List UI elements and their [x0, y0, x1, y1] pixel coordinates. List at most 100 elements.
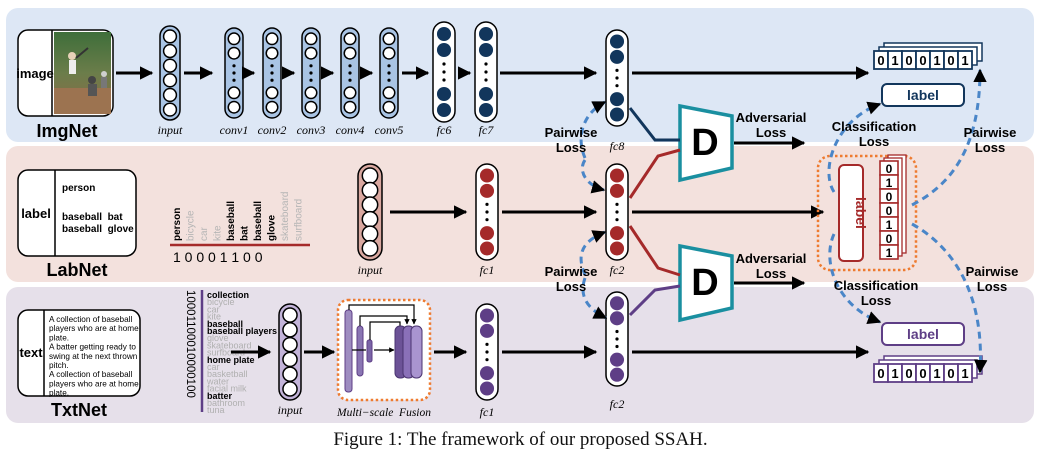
imgnet-fc8-layer	[605, 29, 629, 127]
pairwise-loss-right-bottom-line1: Pairwise	[966, 264, 1019, 279]
imgnet-conv5-layer	[379, 27, 399, 119]
txtnet-input-tag: text	[19, 345, 43, 360]
txtnet-code-bit: 0	[905, 366, 912, 381]
txtnet-caption-line: players who are at home	[49, 324, 139, 333]
fusion-caption: Multi−scale Fusion	[336, 407, 431, 419]
multiscale-fusion-block	[336, 298, 432, 402]
imgnet-layer-label-fc8: fc8	[610, 139, 625, 153]
txtnet-layers: input fc1 fc2	[278, 291, 629, 419]
adversarial-loss-2-line1: Adversarial	[736, 251, 807, 266]
txtnet-bow-word: bicycle	[207, 297, 235, 307]
txtnet-binary-vertical: 10001100010000100	[184, 290, 196, 398]
labnet-input-tag: label	[21, 206, 51, 221]
imgnet-code-bit: 0	[905, 53, 912, 68]
txtnet-code-bit-cell	[957, 363, 973, 383]
labnet-code-bit: 0	[886, 232, 893, 246]
imgnet-layer-label-fc6: fc6	[437, 123, 452, 137]
imgnet-input-tag: image	[16, 66, 54, 81]
classification-loss-1-line2: Loss	[859, 134, 889, 149]
labnet-code-bit: 0	[886, 190, 893, 204]
labnet-code-bit-cell	[879, 244, 899, 260]
txtnet-bow-word: basketball	[207, 369, 248, 379]
txtnet-bow-word: baseball	[207, 319, 243, 329]
imgnet-input-card: image	[16, 29, 114, 117]
labnet-vocab-word: surfboard	[294, 199, 305, 241]
imgnet-code-bit-cell	[957, 50, 973, 70]
imgnet-conv1-layer	[224, 27, 244, 119]
imgnet-conv3-layer	[301, 27, 321, 119]
labnet-vocab-word: skateboard	[280, 192, 291, 241]
adversarial-arrows	[734, 136, 806, 290]
txtnet-bow-word: surfboard	[207, 348, 245, 358]
txtnet-layer-label-fc2: fc2	[610, 397, 625, 411]
imgnet-layer-label-input: input	[158, 123, 183, 137]
pairwise-loss-1-line2: Loss	[556, 140, 586, 155]
imgnet-conv4-layer	[340, 27, 360, 119]
labnet-title: LabNet	[46, 260, 107, 280]
txtnet-bow-word: facial milk	[207, 384, 247, 394]
txtnet-layer-label-input: input	[278, 403, 303, 417]
imgnet-conv2-layer	[262, 27, 282, 119]
pairwise-loss-right-bottom-line2: Loss	[977, 279, 1007, 294]
labnet-code-bit: 1	[886, 218, 893, 232]
txtnet-code-bit: 1	[961, 366, 968, 381]
imgnet-code-bit: 1	[891, 53, 898, 68]
labnet-card-word-2: baseball glove	[62, 224, 134, 235]
txtnet-bow-word: car	[207, 304, 220, 314]
labnet-code-bit: 0	[886, 204, 893, 218]
txtnet-layer-label-fc1: fc1	[480, 405, 495, 419]
txtnet-bag-of-words: collectionbicyclecarkitebaseballbaseball…	[206, 290, 277, 415]
labnet-fc2-layer	[605, 163, 629, 261]
labnet-input-card: label person baseball bat baseball glove	[17, 169, 137, 257]
imgnet-fc7-layer	[474, 21, 498, 123]
labnet-code-bit: 1	[886, 176, 893, 190]
txtnet-caption-line: players who are at home	[49, 379, 139, 388]
discriminator-top-label: D	[691, 122, 718, 164]
imgnet-label-box: label	[881, 83, 965, 107]
pairwise-loss-1-line1: Pairwise	[545, 125, 598, 140]
txtnet-band	[6, 287, 1034, 423]
txtnet-code-bit: 1	[933, 366, 940, 381]
labnet-vocab-word: person	[172, 208, 183, 241]
labnet-vocab-word: bat	[240, 225, 251, 241]
txtnet-caption-line: plate.	[49, 389, 69, 398]
pairwise-loss-2-line2: Loss	[556, 279, 586, 294]
labnet-input-layer	[357, 163, 383, 261]
imgnet-fc6-layer	[432, 21, 456, 123]
txtnet-fc1-layer	[475, 303, 499, 401]
txtnet-caption-line: swing at the next thrown	[49, 352, 138, 361]
labnet-label-vertical: label	[853, 197, 869, 229]
imgnet-layer-label-conv5: conv5	[375, 123, 404, 137]
labnet-vocab-word: glove	[267, 214, 278, 241]
labnet-code-bit: 1	[886, 246, 893, 260]
txtnet-label-text: label	[907, 326, 939, 342]
imgnet-input-layer	[159, 25, 181, 121]
labnet-vocab-word: bicycle	[186, 210, 197, 241]
labnet-layer-label-fc2: fc2	[610, 263, 625, 277]
classification-loss-1-line1: Classification	[832, 119, 917, 134]
txtnet-bow-word: collection	[207, 290, 249, 300]
imgnet-layer-label-conv1: conv1	[220, 123, 249, 137]
labnet-card-word-1: baseball bat	[62, 212, 123, 223]
txtnet-code-bit: 1	[891, 366, 898, 381]
txtnet-bow-word: skateboard	[207, 340, 252, 350]
txtnet-caption-line: A collection of baseball	[49, 370, 132, 379]
figure-caption: Figure 1: The framework of our proposed …	[333, 429, 708, 450]
adversarial-loss-2-line2: Loss	[756, 266, 786, 281]
txtnet-input-layer	[278, 303, 302, 401]
classification-loss-2-line1: Classification	[834, 278, 919, 293]
txtnet-bow-word: glove	[207, 333, 229, 343]
loss-dashed-arrows	[579, 68, 988, 374]
discriminator-inputs	[628, 107, 681, 317]
txtnet-caption-line: A batter getting ready to	[49, 343, 136, 352]
labnet-vocab-word: baseball	[253, 201, 264, 241]
labnet-card-word-0: person	[62, 183, 95, 194]
